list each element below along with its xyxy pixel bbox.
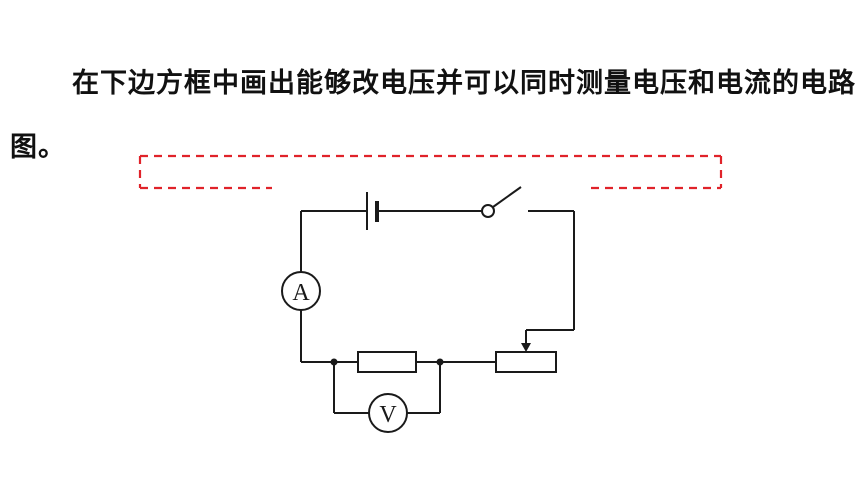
question-text: 在下边方框中画出能够改电压并可以同时测量电压和电流的电路图。 (10, 68, 856, 163)
voltmeter-label: V (379, 402, 397, 428)
switch-symbol (481, 186, 522, 218)
dashed-answer-box (138, 154, 723, 190)
rheostat-symbol (495, 351, 557, 373)
resistor-symbol (357, 351, 417, 373)
junction-dot-left (330, 358, 338, 366)
junction-dot-right (436, 358, 444, 366)
battery-symbol (366, 192, 379, 230)
ammeter-label: A (292, 280, 310, 306)
rheostat-slider-arrowhead (521, 343, 531, 352)
